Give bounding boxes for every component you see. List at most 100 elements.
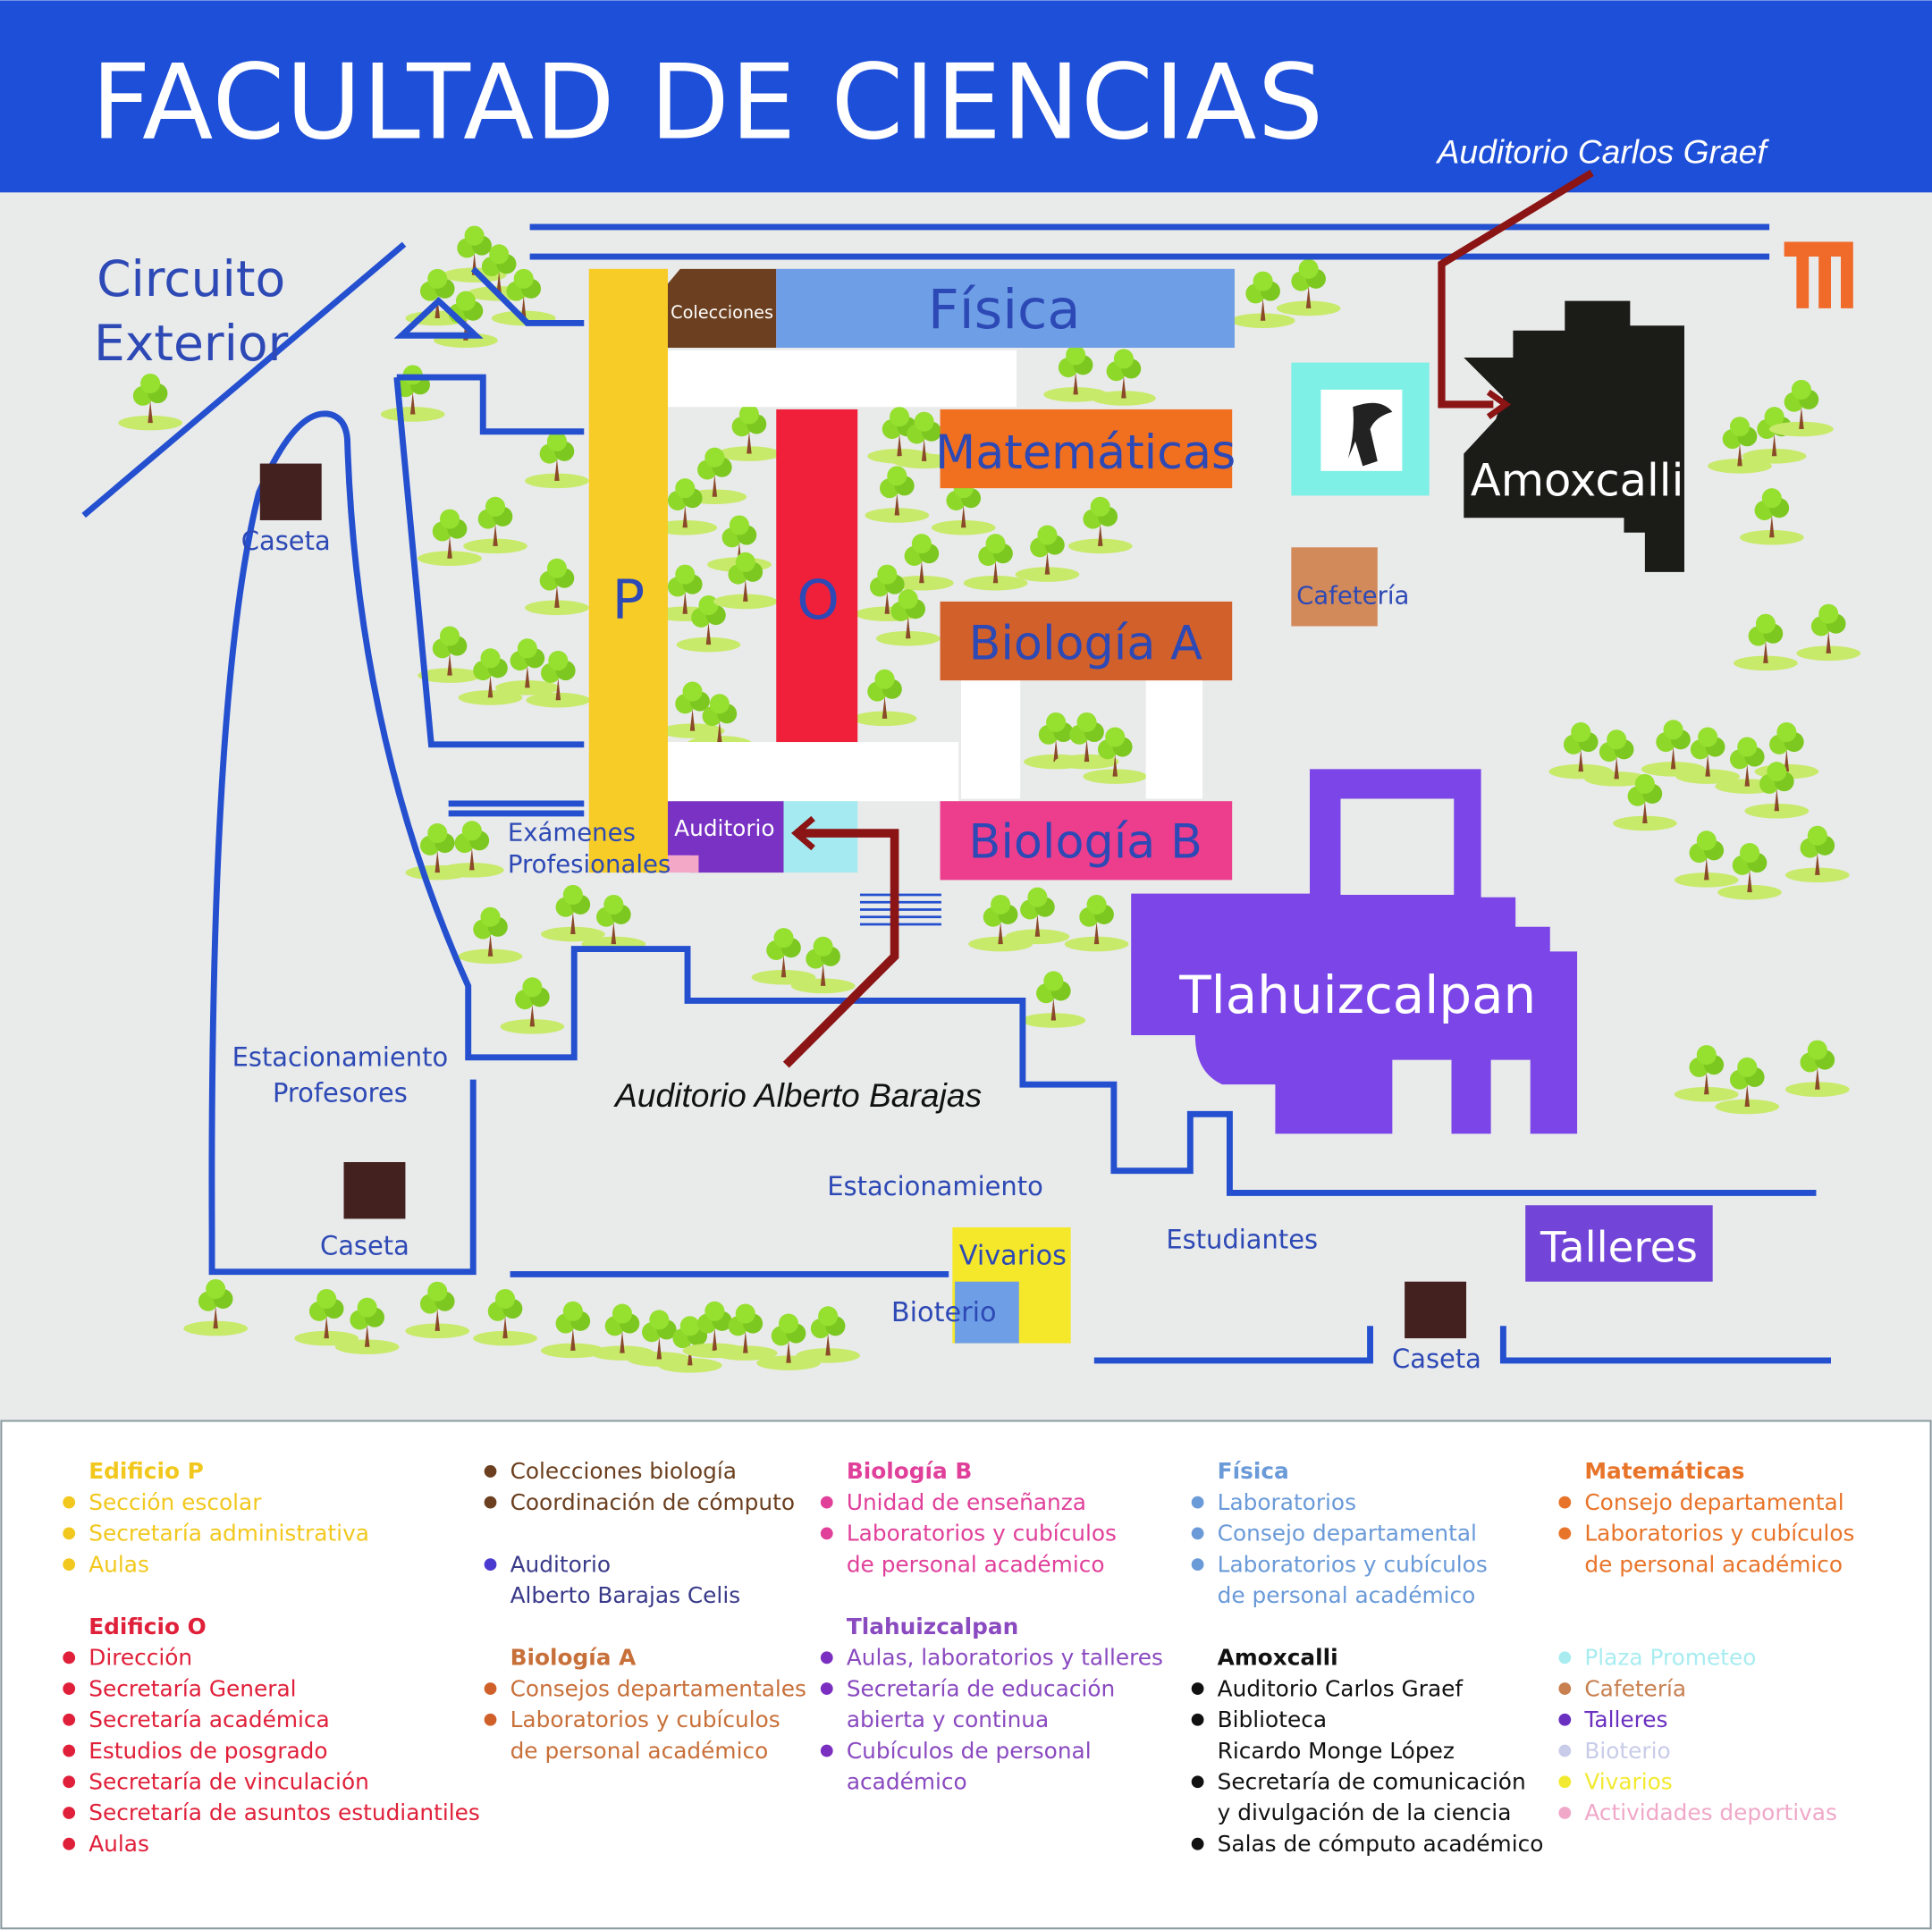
tree-icon [541,884,605,942]
tree-icon [183,1278,249,1336]
legend-bullet-icon [1191,1713,1204,1726]
caseta-label-2: Caseta [320,1230,409,1260]
building-o-label: O [797,569,839,632]
tree-icon [717,404,781,461]
estudiantes-label: Estudiantes [1166,1224,1318,1254]
building-colecciones[interactable]: Colecciones [667,268,777,349]
legend-item: de personal académico [1584,1551,1843,1577]
biologia-a-label: Biología A [968,617,1202,671]
caseta-label-3: Caseta [1392,1344,1481,1374]
legend-item: Unidad de enseñanza [847,1489,1086,1515]
legend-item: Ricardo Monge López [1218,1738,1455,1764]
tree-icon [713,552,778,610]
tree-icon [1769,379,1834,437]
legend-bullet-icon [63,1775,76,1789]
tree-icon [1717,843,1782,900]
legend-bullet-icon [484,1682,497,1695]
tree-icon [657,1316,722,1373]
tree-icon [852,669,917,727]
legend-bullet-icon [1191,1527,1204,1540]
building-p[interactable]: P [588,268,668,873]
tree-icon [891,411,957,469]
legend-item: Laboratorios y cubículos [1218,1551,1488,1577]
tree-icon [525,431,589,489]
legend-item: Secretaría de educación [847,1675,1115,1701]
building-talleres[interactable]: Talleres [1525,1205,1713,1282]
legend-item: Secretaría General [89,1675,296,1701]
legend-bullet-icon [1558,1713,1572,1726]
tree-icon [473,1288,537,1346]
legend-bullet-icon [1558,1496,1572,1509]
tree-icon [1740,488,1804,545]
plaza-prometeo[interactable] [1291,362,1430,496]
tree-icon [1613,773,1677,831]
tree-icon [1092,349,1156,406]
tree-icon [653,478,718,535]
tree-icon [405,1281,470,1339]
tree-icon [865,466,930,523]
legend-item: Consejo departamental [1218,1521,1477,1547]
profesionales-label: Profesionales [508,850,671,879]
legend-item: Coordinación de cómputo [510,1489,795,1515]
building-amoxcalli[interactable]: Amoxcalli [1464,300,1684,572]
tree-icon [713,1303,778,1361]
legend-bullet-icon [820,1682,833,1695]
legend-bullet-icon [63,1527,76,1540]
header-banner [0,0,1932,193]
tree-icon [1675,727,1741,784]
auditorio-alberto-barajas[interactable]: Auditorio [667,801,858,873]
legend-bullet-icon [820,1744,833,1757]
bioterio-label: Bioterio [891,1297,997,1328]
legend-bullet-icon [1558,1744,1572,1757]
legend-heading: Edificio O [89,1614,207,1639]
legend-item: Cafetería [1584,1675,1686,1701]
callout-carlos-graef: Auditorio Carlos Graef [1436,132,1770,420]
legend-item: Laboratorios [1218,1489,1356,1515]
legend-heading: Matemáticas [1584,1458,1744,1484]
legend-bullet-icon [1191,1496,1204,1509]
legend-heading: Tlahuizcalpan [847,1614,1018,1639]
legend-item: Consejos departamentales [510,1675,806,1701]
building-biologia-b[interactable]: Biología B [940,801,1233,881]
tree-icon [1584,729,1649,787]
legend-heading: Edificio P [89,1458,204,1484]
legend-item: Colecciones biología [510,1458,737,1484]
building-tlahuizcalpan[interactable]: Tlahuizcalpan [1131,769,1578,1134]
tree-icon [1015,525,1080,582]
vivarios-bioterio[interactable]: Vivarios Bioterio [891,1227,1071,1344]
tree-icon [463,496,527,554]
legend-bullet-icon [63,1651,76,1665]
estacionamiento-label: Estacionamiento [827,1171,1043,1201]
caseta-label-1: Caseta [241,526,331,556]
fisica-label: Física [928,279,1081,341]
walkways [667,350,1203,802]
tree-icon [1083,727,1148,784]
building-o[interactable]: O [776,409,858,743]
carlos-graef-callout-label: Auditorio Carlos Graef [1436,132,1770,170]
legend-heading: Biología B [847,1458,973,1484]
building-matematicas[interactable]: Matemáticas [935,409,1236,489]
tree-icon [1734,613,1798,671]
legend-item: Aulas, laboratorios y talleres [847,1645,1163,1671]
biologia-b-label: Biología B [968,815,1202,870]
building-fisica[interactable]: Física [776,268,1235,349]
tree-icon [1230,271,1295,328]
cafeteria-label: Cafetería [1296,582,1409,611]
auditorio-label: Auditorio [674,815,774,841]
tree-icon [1064,894,1129,952]
examenes-label: Exámenes [508,818,636,847]
legend-item: Talleres [1583,1707,1667,1732]
cafeteria[interactable]: Cafetería [1291,547,1409,627]
legend-bullet-icon [484,1558,497,1572]
estac-profesores-label: Estacionamiento [232,1042,449,1073]
tree-icon [682,1301,747,1359]
legend-item: Bioterio [1584,1738,1670,1764]
legend-bullet-icon [1191,1682,1204,1695]
tree-icon [442,225,507,282]
building-biologia-a[interactable]: Biología A [940,601,1233,681]
legend-bullet-icon [63,1744,76,1757]
